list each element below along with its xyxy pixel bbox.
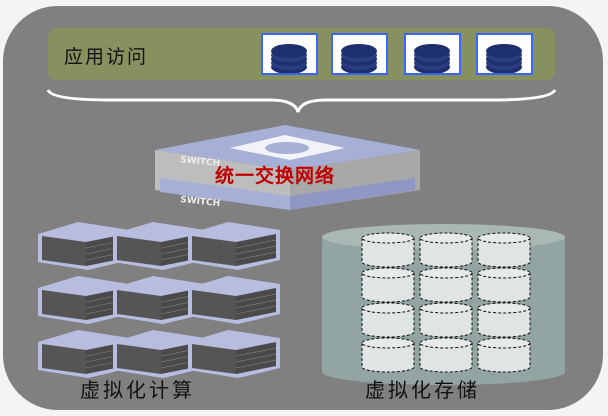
app-access-label: 应用访问: [64, 46, 149, 68]
brace: [46, 89, 557, 113]
virtual-disk: [361, 232, 415, 268]
virtual-disk: [419, 232, 473, 268]
network-label: 统一交换网络: [215, 165, 336, 187]
storage-label: 虚拟化存储: [365, 378, 480, 402]
printer-database-icon: [404, 33, 461, 75]
server-rack: [188, 222, 280, 270]
users-database-icon: [331, 33, 388, 75]
database-apps-icon: [261, 33, 318, 75]
virtual-disk: [477, 337, 531, 373]
server-rack: [38, 222, 130, 270]
virtual-disk: [477, 267, 531, 303]
compute-label: 虚拟化计算: [80, 378, 195, 402]
virtual-disk: [419, 267, 473, 303]
storage-disks: [361, 232, 531, 373]
switch-icon: SWITCH SWITCH: [155, 125, 420, 210]
virtual-disk: [361, 302, 415, 338]
app-access-bar: 应用访问: [48, 28, 555, 80]
virtual-disk: [419, 337, 473, 373]
virtual-disk: [361, 267, 415, 303]
server-rack: [113, 276, 205, 324]
mail-database-icon: [476, 33, 533, 75]
virtual-disk: [419, 302, 473, 338]
server-rack: [188, 330, 280, 378]
virtual-disk: [361, 337, 415, 373]
switch-text-top: SWITCH: [180, 155, 221, 169]
virtual-disk: [477, 302, 531, 338]
server-rack: [188, 276, 280, 324]
compute-servers: [38, 222, 280, 378]
switch-text-bottom: SWITCH: [180, 195, 221, 209]
virtual-disk: [477, 232, 531, 268]
